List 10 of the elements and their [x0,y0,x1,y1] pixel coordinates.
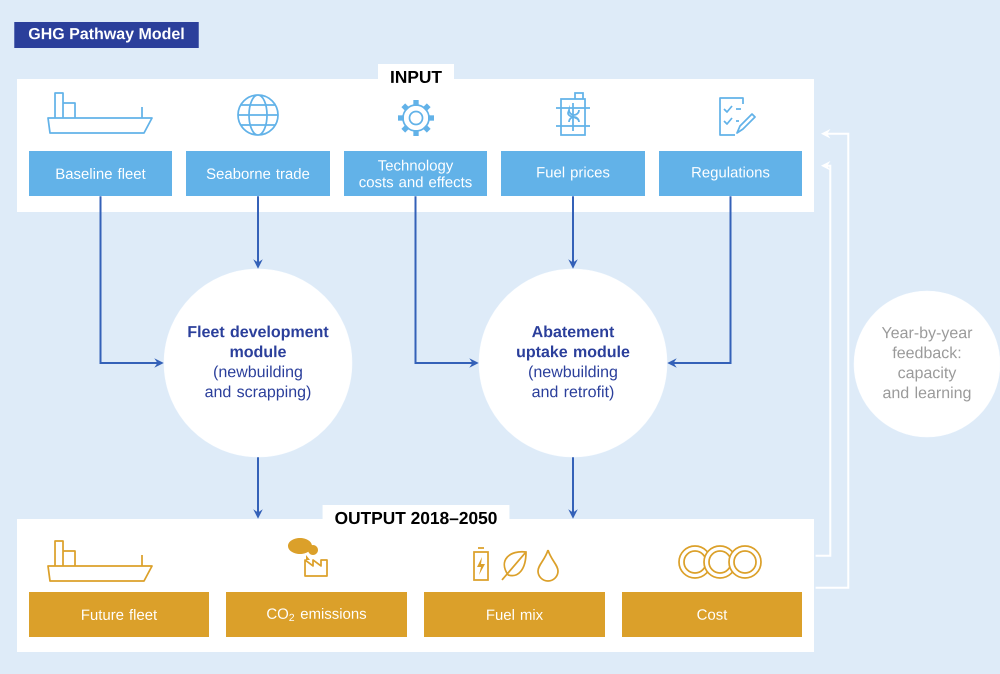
input-box: Technology costs and effects [344,151,487,196]
output-box: CO$_{2}$ emissions [226,592,407,637]
input-box: Seaborne trade [186,151,330,196]
output-box: Future fleet [29,592,209,637]
output-box: Cost [622,592,802,637]
input-box: Regulations [659,151,802,196]
output-box: Fuel mix [424,592,605,637]
input-box: Baseline fleet [29,151,172,196]
title-banner: GHG Pathway Model [14,22,199,48]
input-box: Fuel prices [501,151,645,196]
